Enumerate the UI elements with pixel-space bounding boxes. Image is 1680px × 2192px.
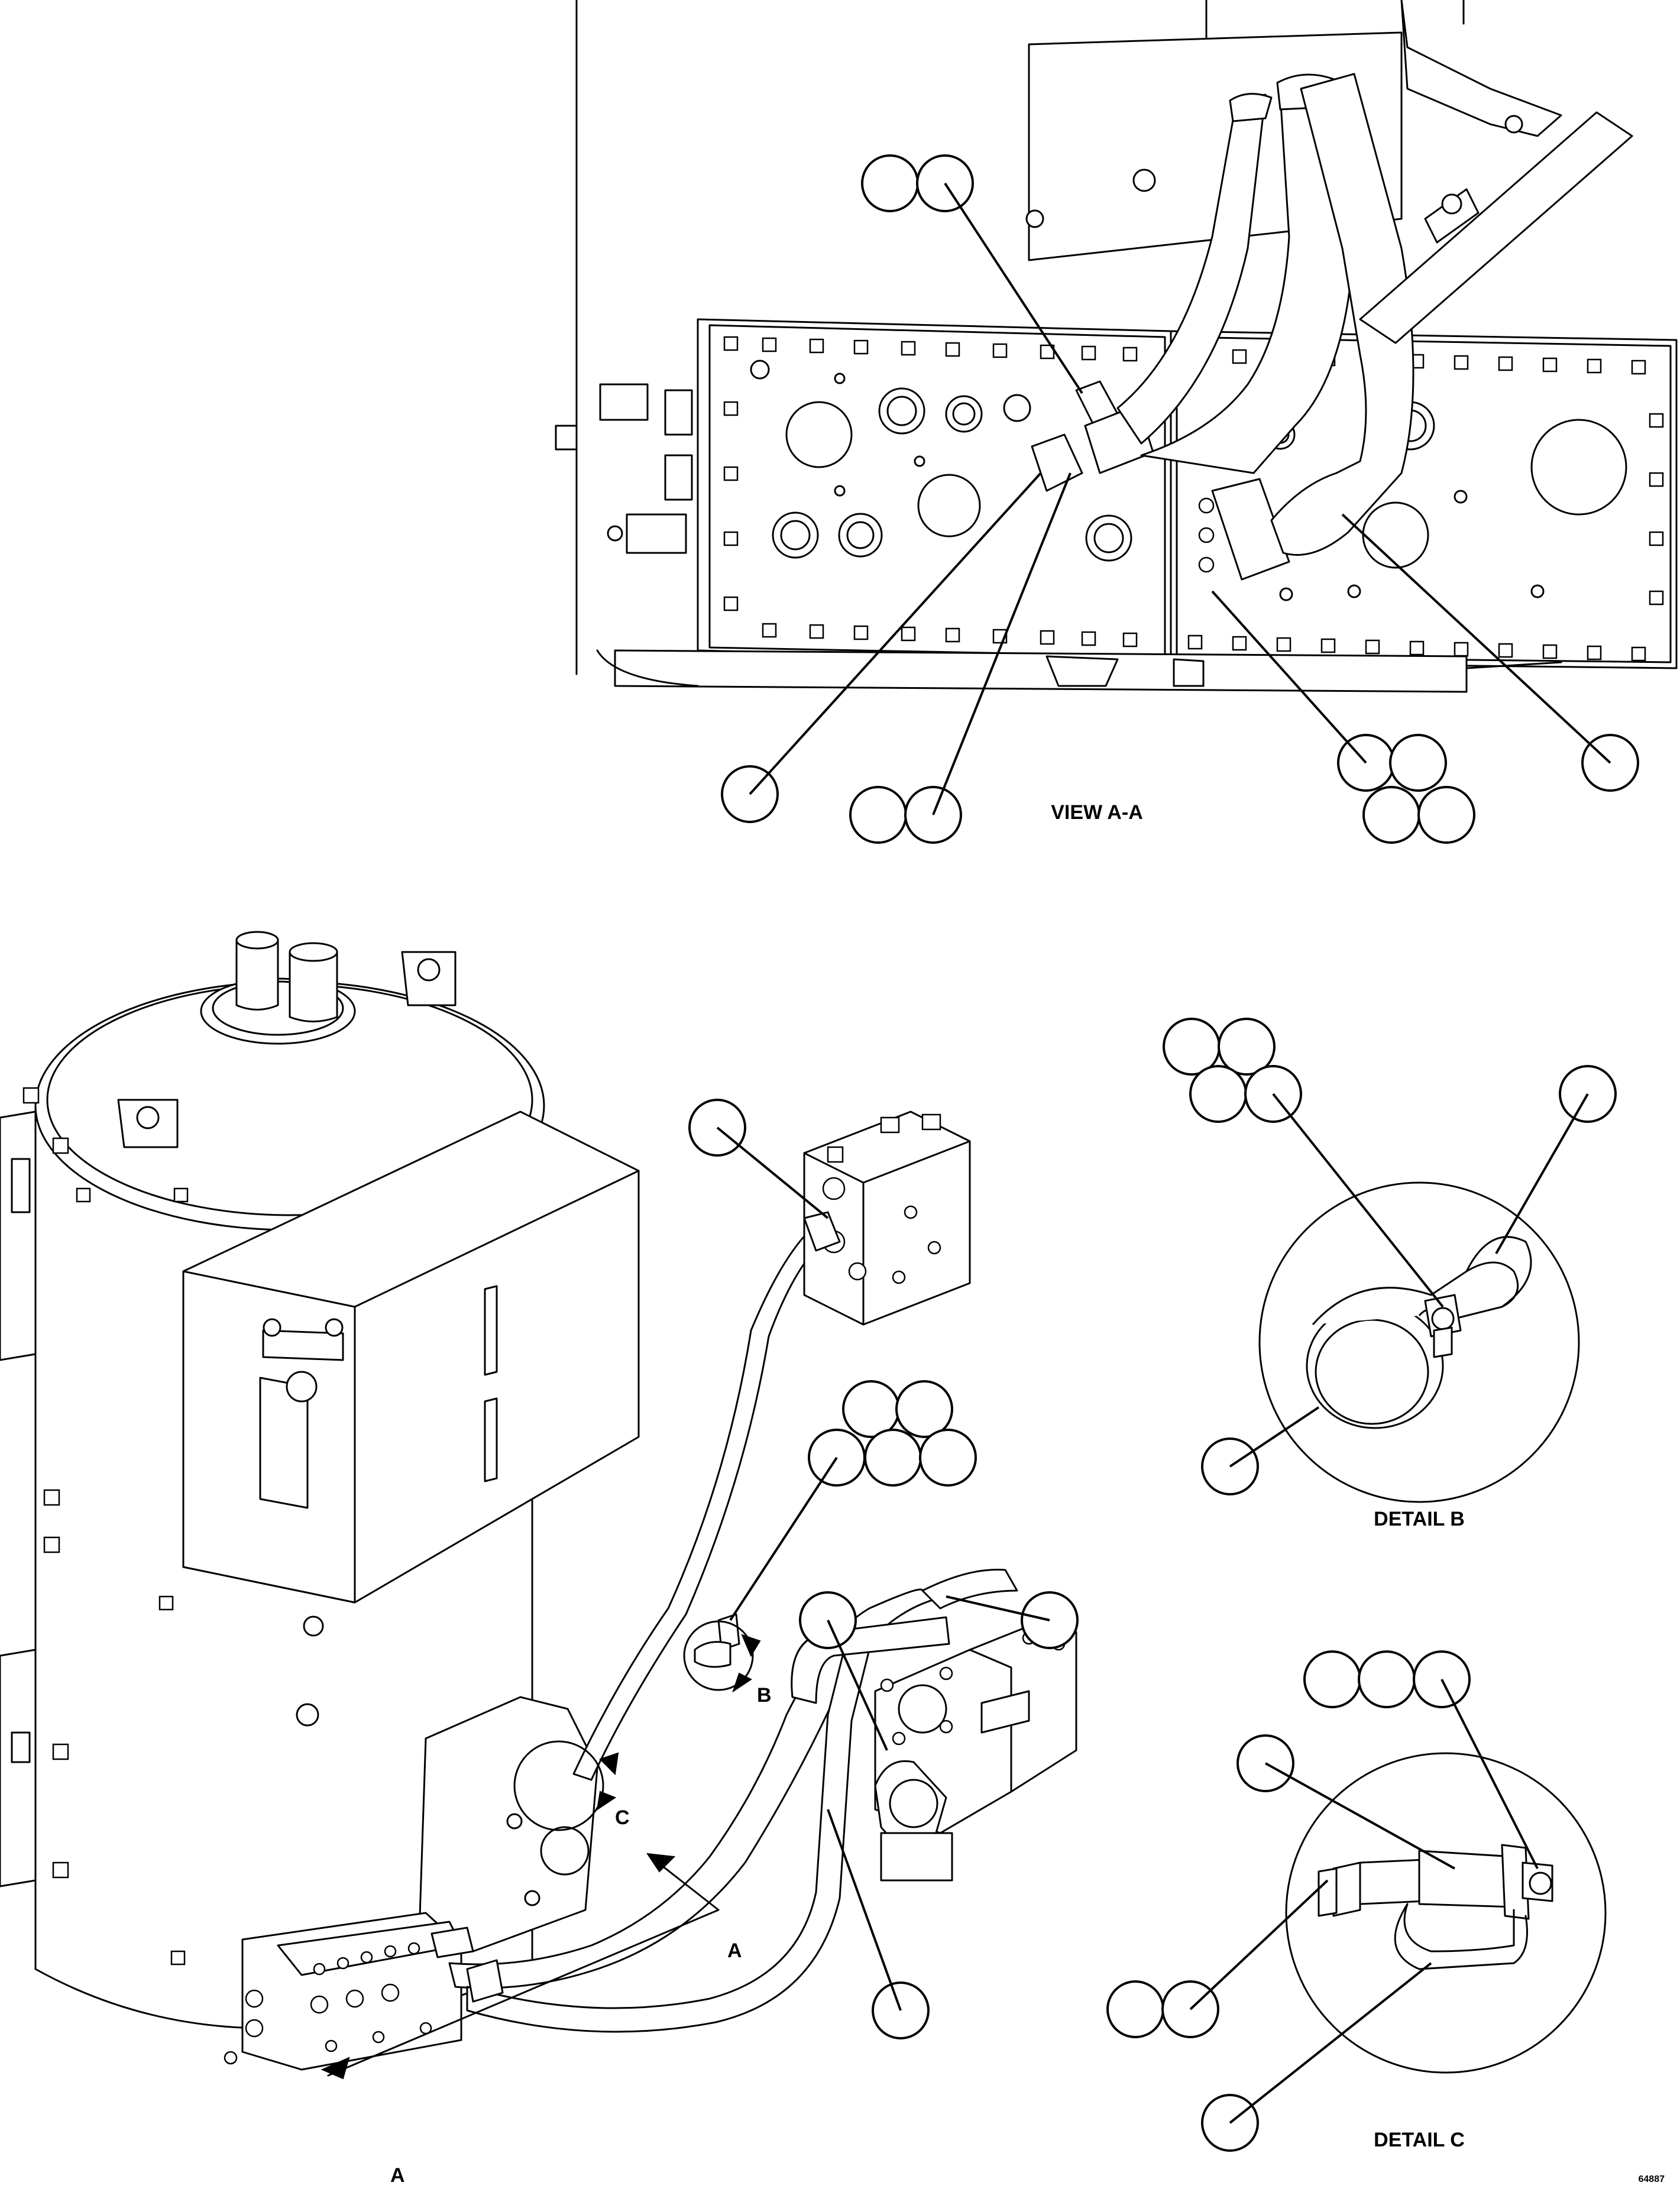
tank-assembly-drawing [0, 931, 1077, 2080]
view-aa-title: VIEW A-A [1051, 801, 1143, 824]
view-aa-callouts [721, 154, 1639, 844]
section-a-marker-left: A [390, 2164, 405, 2187]
detail-c-drawing [1285, 1752, 1607, 2074]
detail-c-callouts [1106, 1650, 1539, 2152]
view-aa-drawing [555, 0, 1678, 693]
detail-c-title: DETAIL C [1374, 2129, 1465, 2151]
assembly-callouts [688, 1099, 1079, 2039]
detail-b-marker: B [757, 1684, 772, 1707]
detail-b-drawing [1258, 1181, 1580, 1503]
detail-c-marker: C [615, 1806, 630, 1829]
drawing-number: 64887 [1639, 2174, 1665, 2184]
section-a-marker-right: A [727, 1940, 742, 1962]
detail-b-callouts [1163, 1018, 1617, 1495]
detail-b-title: DETAIL B [1374, 1508, 1465, 1530]
